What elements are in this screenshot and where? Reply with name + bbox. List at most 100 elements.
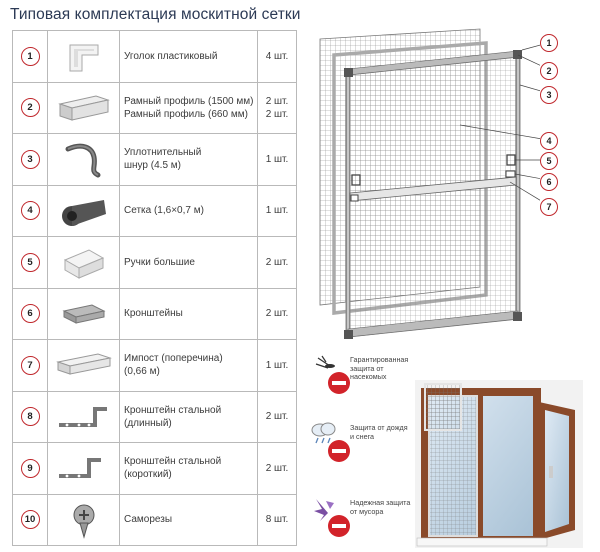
kit-row-number-cell: 7 [12, 339, 48, 392]
badge-label-line: Гарантированная [350, 355, 409, 364]
kit-row-qty: 1 шт. [257, 184, 297, 237]
kit-row-picture [47, 133, 120, 186]
plastic-corner-icon [69, 44, 98, 72]
kit-row-number: 2 [20, 98, 40, 118]
kit-row-picture [47, 30, 120, 83]
window-illustration [415, 380, 583, 548]
badge-icon-wrap [308, 352, 354, 403]
kit-row-qty-line: 2 шт. [265, 256, 289, 268]
kit-row-number: 7 [20, 355, 40, 375]
net-frame-diagram [319, 28, 540, 339]
bracket-left [350, 194, 359, 202]
kit-row-number: 8 [20, 407, 40, 427]
kit-row: 4 Сетка (1,6×0,7 м) 1 шт. [12, 184, 297, 237]
kit-row-picture [47, 287, 120, 340]
kit-row-name-line: Кронштейн стальной [124, 456, 222, 468]
kit-row-picture [47, 236, 120, 289]
kit-row-qty: 1 шт. [257, 339, 297, 392]
kit-row-name: Уголок пластиковый [119, 30, 258, 83]
kit-row-name-line: Кронштейны [124, 308, 183, 320]
kit-row-number: 10 [20, 510, 40, 530]
kit-row: 1 Уголок пластиковый 4 шт. [12, 30, 297, 83]
page-title: Типовая комплектация москитной сетки [10, 6, 301, 23]
kit-row-number-cell: 10 [12, 493, 48, 546]
kit-row-number-cell: 2 [12, 81, 48, 134]
badge-label-line: насекомых [350, 372, 387, 382]
kit-row-name-line: (длинный) [124, 417, 172, 429]
badge-icon-wrap [308, 420, 354, 471]
kit-row-number-cell: 5 [12, 236, 48, 289]
kit-row-name-line: Сетка (1,6×0,7 м) [124, 205, 204, 217]
kit-row-qty: 4 шт. [257, 30, 297, 83]
screw-icon [73, 504, 94, 539]
kit-row-number-cell: 9 [12, 442, 48, 495]
kit-row-name: Кронштейн стальной(длинный) [119, 390, 258, 443]
kit-row-qty: 2 шт. [257, 390, 297, 443]
kit-row: 5 Ручки большие 2 шт. [12, 236, 297, 289]
corner-bl [344, 330, 353, 339]
badge-label-line: Надежная защита [350, 498, 411, 507]
diagram-callout: 3 [540, 86, 558, 104]
kit-row-name-line: Кронштейн стальной [124, 404, 222, 416]
kit-row-picture [47, 184, 120, 237]
badge-label-line: Защита от дождя [350, 423, 408, 432]
kit-row-picture [47, 390, 120, 443]
kit-row-name-line: Импост (поперечина) [124, 353, 223, 365]
crossbar-icon [55, 353, 112, 375]
kit-row-number-cell: 4 [12, 184, 48, 237]
corner-br [513, 312, 522, 321]
badge-label-line: и снега [350, 431, 375, 441]
crossbar [349, 176, 517, 202]
diagram-callout: 4 [540, 132, 558, 150]
frame-profile-icon [57, 95, 110, 121]
kit-row-number: 9 [20, 458, 40, 478]
badge-label-line: защита от [350, 363, 384, 373]
front-mesh [348, 55, 518, 335]
mesh-roll-icon [61, 199, 106, 226]
diagram-callout: 7 [540, 198, 558, 216]
kit-row-name-line: Уплотнительный [124, 147, 202, 159]
kit-row-number-cell: 3 [12, 133, 48, 186]
bracket-icon [62, 304, 105, 324]
steel-bracket-short-icon [58, 458, 101, 479]
kit-row-name-line: (короткий) [124, 469, 172, 481]
kit-row-picture [47, 493, 120, 546]
handle-left [351, 174, 361, 186]
kit-row-qty: 2 шт. [257, 236, 297, 289]
diagram-callout: 6 [540, 173, 558, 191]
corner-tl [344, 68, 353, 77]
handle-icon [63, 249, 104, 280]
kit-row-qty-line: 4 шт. [265, 50, 289, 62]
kit-row-picture [47, 339, 120, 392]
kit-row-qty-line: 2 шт. [265, 462, 289, 474]
kit-row-qty: 8 шт. [257, 493, 297, 546]
kit-row-name: Кронштейны [119, 287, 258, 340]
kit-row-qty: 2 шт.2 шт. [257, 81, 297, 134]
rain-cloud-icon [311, 422, 350, 462]
mosquito-icon [315, 355, 350, 394]
kit-row-name-line: Уголок пластиковый [124, 50, 218, 62]
kit-row-qty: 2 шт. [257, 442, 297, 495]
kit-row-qty: 1 шт. [257, 133, 297, 186]
steel-bracket-long-icon [58, 406, 107, 427]
kit-row-qty-line: 2 шт. [265, 108, 289, 120]
kit-row-number-cell: 1 [12, 30, 48, 83]
kit-row-name: Саморезы [119, 493, 258, 546]
kit-row-name: Кронштейн стальной(короткий) [119, 442, 258, 495]
kit-row-name: Ручки большие [119, 236, 258, 289]
kit-row-number: 4 [20, 201, 40, 221]
kit-row-qty-line: 2 шт. [265, 95, 289, 107]
kit-row: 9 Кронштейн стальной(короткий) 2 шт. [12, 442, 297, 495]
kit-row-number-cell: 8 [12, 390, 48, 443]
kit-row-number: 1 [20, 46, 40, 66]
kit-row-picture [47, 442, 120, 495]
